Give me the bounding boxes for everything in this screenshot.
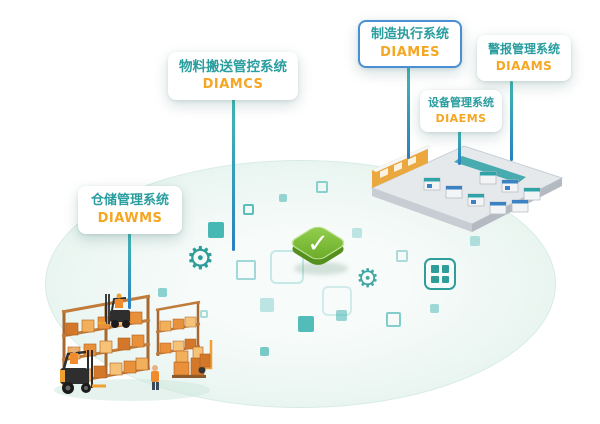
system-title: 设备管理系统: [428, 96, 494, 110]
forklift: [60, 347, 106, 394]
warehouse-illustration: [54, 293, 213, 401]
pallet-stack: [172, 346, 206, 378]
decor-square: [260, 347, 269, 356]
decor-square: [336, 310, 347, 321]
system-title: 制造执行系统: [370, 27, 449, 43]
decor-square: [236, 260, 256, 280]
decor-square: [260, 298, 274, 312]
decor-square: [430, 304, 439, 313]
chip-icon: [424, 258, 456, 290]
connector-mcs: [232, 99, 235, 251]
decor-square: [279, 194, 287, 202]
decor-square: [208, 222, 224, 238]
production-line: [454, 156, 526, 183]
connector-mes: [407, 67, 410, 159]
decor-square: [200, 310, 208, 318]
factory-illustration: [370, 145, 564, 232]
decor-square: [270, 250, 304, 284]
system-code: DIAWMS: [97, 210, 163, 226]
worker: [151, 365, 159, 390]
decor-square: [352, 228, 362, 238]
shelf-rack-small: [155, 300, 201, 356]
gear-icon: ⚙: [186, 239, 215, 277]
system-code: DIAMES: [380, 44, 440, 60]
system-card-diaams: 警报管理系统 DIAAMS: [477, 35, 571, 81]
connector-wms: [128, 233, 131, 309]
check-shadow: [294, 262, 348, 275]
system-code: DIAAMS: [495, 58, 553, 73]
system-code: DIAEMS: [435, 111, 487, 125]
machines: [423, 171, 541, 215]
decor-square: [316, 181, 328, 193]
system-card-diaems: 设备管理系统 DIAEMS: [420, 90, 502, 132]
system-title: 仓储管理系统: [90, 193, 169, 209]
system-card-diawms: 仓储管理系统 DIAWMS: [78, 186, 182, 234]
decor-square: [158, 288, 167, 297]
decor-square: [322, 286, 352, 316]
gear-icon: ⚙: [356, 264, 380, 294]
connector-ems: [458, 131, 461, 165]
forklift-small: [98, 293, 130, 328]
system-card-diamcs: 物料搬送管控系统 DIAMCS: [168, 52, 298, 100]
system-title: 物料搬送管控系统: [179, 58, 287, 75]
system-code: DIAMCS: [202, 76, 264, 92]
connector-ams: [510, 81, 513, 161]
system-card-diames: 制造执行系统 DIAMES: [358, 20, 462, 68]
decor-square: [386, 312, 401, 327]
factory-wall: [372, 145, 432, 188]
system-title: 警报管理系统: [487, 42, 560, 57]
decor-square: [298, 316, 314, 332]
hand-trolley: [198, 340, 213, 374]
decor-square: [243, 204, 254, 215]
decor-square: [470, 236, 480, 246]
decor-square: [396, 250, 408, 262]
check-icon: ✓: [291, 226, 345, 265]
check-glyph: ✓: [307, 229, 329, 259]
